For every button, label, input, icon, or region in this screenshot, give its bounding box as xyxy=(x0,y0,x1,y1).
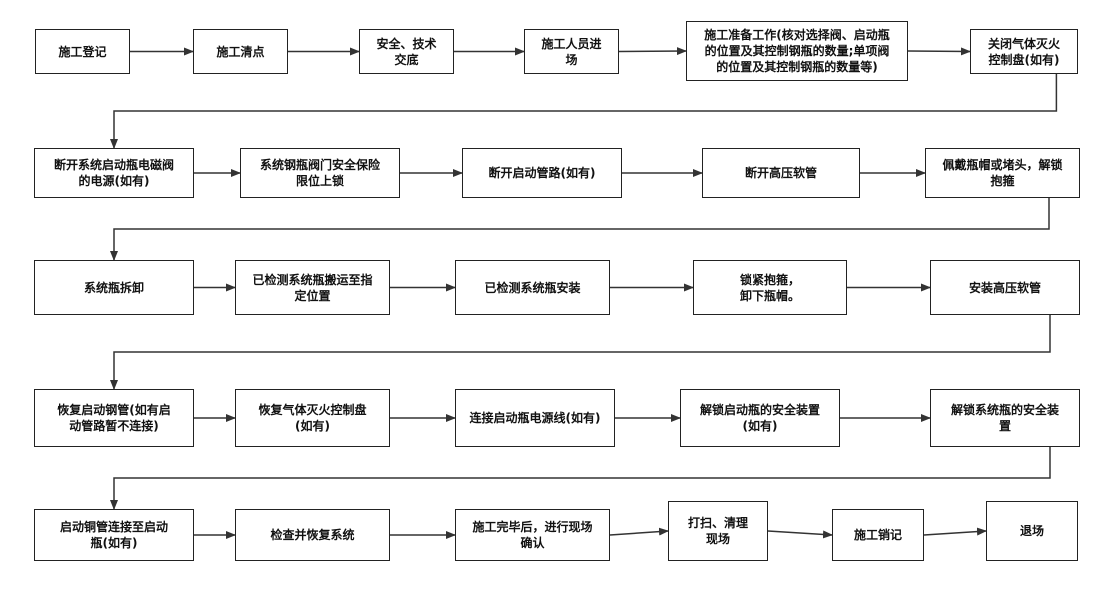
arrow-n5-n6 xyxy=(907,47,971,56)
arrow-n25-n26 xyxy=(767,530,833,539)
node-onsite-confirmation: 施工完毕后，进行现场 确认 xyxy=(455,509,610,561)
node-move-tested-cylinder: 已检测系统瓶搬运至指 定位置 xyxy=(235,260,390,315)
node-install-tested-cylinder: 已检测系统瓶安装 xyxy=(455,260,610,315)
node-disconnect-start-pipeline: 断开启动管路(如有) xyxy=(462,148,622,198)
arrow-n16-n17 xyxy=(110,315,1051,390)
arrow-n6-n7 xyxy=(110,74,1058,149)
node-construction-check: 施工清点 xyxy=(193,29,288,74)
node-lock-cylinder-valves: 系统钢瓶阀门安全保险 限位上锁 xyxy=(240,148,400,198)
node-close-control-panel: 关闭气体灭火 控制盘(如有) xyxy=(970,29,1078,74)
node-clean-site: 打扫、清理 现场 xyxy=(668,501,768,561)
arrow-n11-n12 xyxy=(110,198,1050,261)
node-check-restore-system: 检查并恢复系统 xyxy=(235,509,390,561)
node-restore-start-pipe: 恢复启动钢管(如有启 动管路暂不连接) xyxy=(34,389,194,447)
node-construction-preparation: 施工准备工作(核对选择阀、启动瓶 的位置及其控制钢瓶的数量;单项阀 的位置及其控… xyxy=(686,21,908,81)
node-exit-site: 退场 xyxy=(986,501,1078,561)
node-cancel-registration: 施工销记 xyxy=(832,509,924,561)
node-install-high-pressure-hose: 安装高压软管 xyxy=(930,260,1080,315)
node-construction-registration: 施工登记 xyxy=(35,29,130,74)
node-safety-technical-briefing: 安全、技术 交底 xyxy=(359,29,454,74)
arrow-n4-n5 xyxy=(618,47,687,56)
node-disconnect-solenoid-power: 断开系统启动瓶电磁阀 的电源(如有) xyxy=(34,148,194,198)
node-unlock-start-cylinder-safety: 解锁启动瓶的安全装置 (如有) xyxy=(680,389,840,447)
node-remove-system-cylinder: 系统瓶拆卸 xyxy=(34,260,194,315)
arrow-n24-n25 xyxy=(609,527,669,536)
arrow-n21-n22 xyxy=(110,447,1051,510)
arrow-n26-n27 xyxy=(923,527,987,536)
node-connect-copper-pipe: 启动铜管连接至启动 瓶(如有) xyxy=(34,509,194,561)
node-restore-control-panel: 恢复气体灭火控制盘 (如有) xyxy=(235,389,390,447)
node-connect-start-cylinder-power: 连接启动瓶电源线(如有) xyxy=(455,389,615,447)
node-disconnect-high-pressure-hose: 断开高压软管 xyxy=(702,148,860,198)
node-tighten-clamp-remove-cap: 锁紧抱箍， 卸下瓶帽。 xyxy=(693,260,847,315)
node-personnel-entry: 施工人员进 场 xyxy=(524,29,619,74)
node-unlock-system-cylinder-safety: 解锁系统瓶的安全装 置 xyxy=(930,389,1080,447)
node-fit-caps-unlock-clamp: 佩戴瓶帽或堵头，解锁 抱箍 xyxy=(925,148,1080,198)
